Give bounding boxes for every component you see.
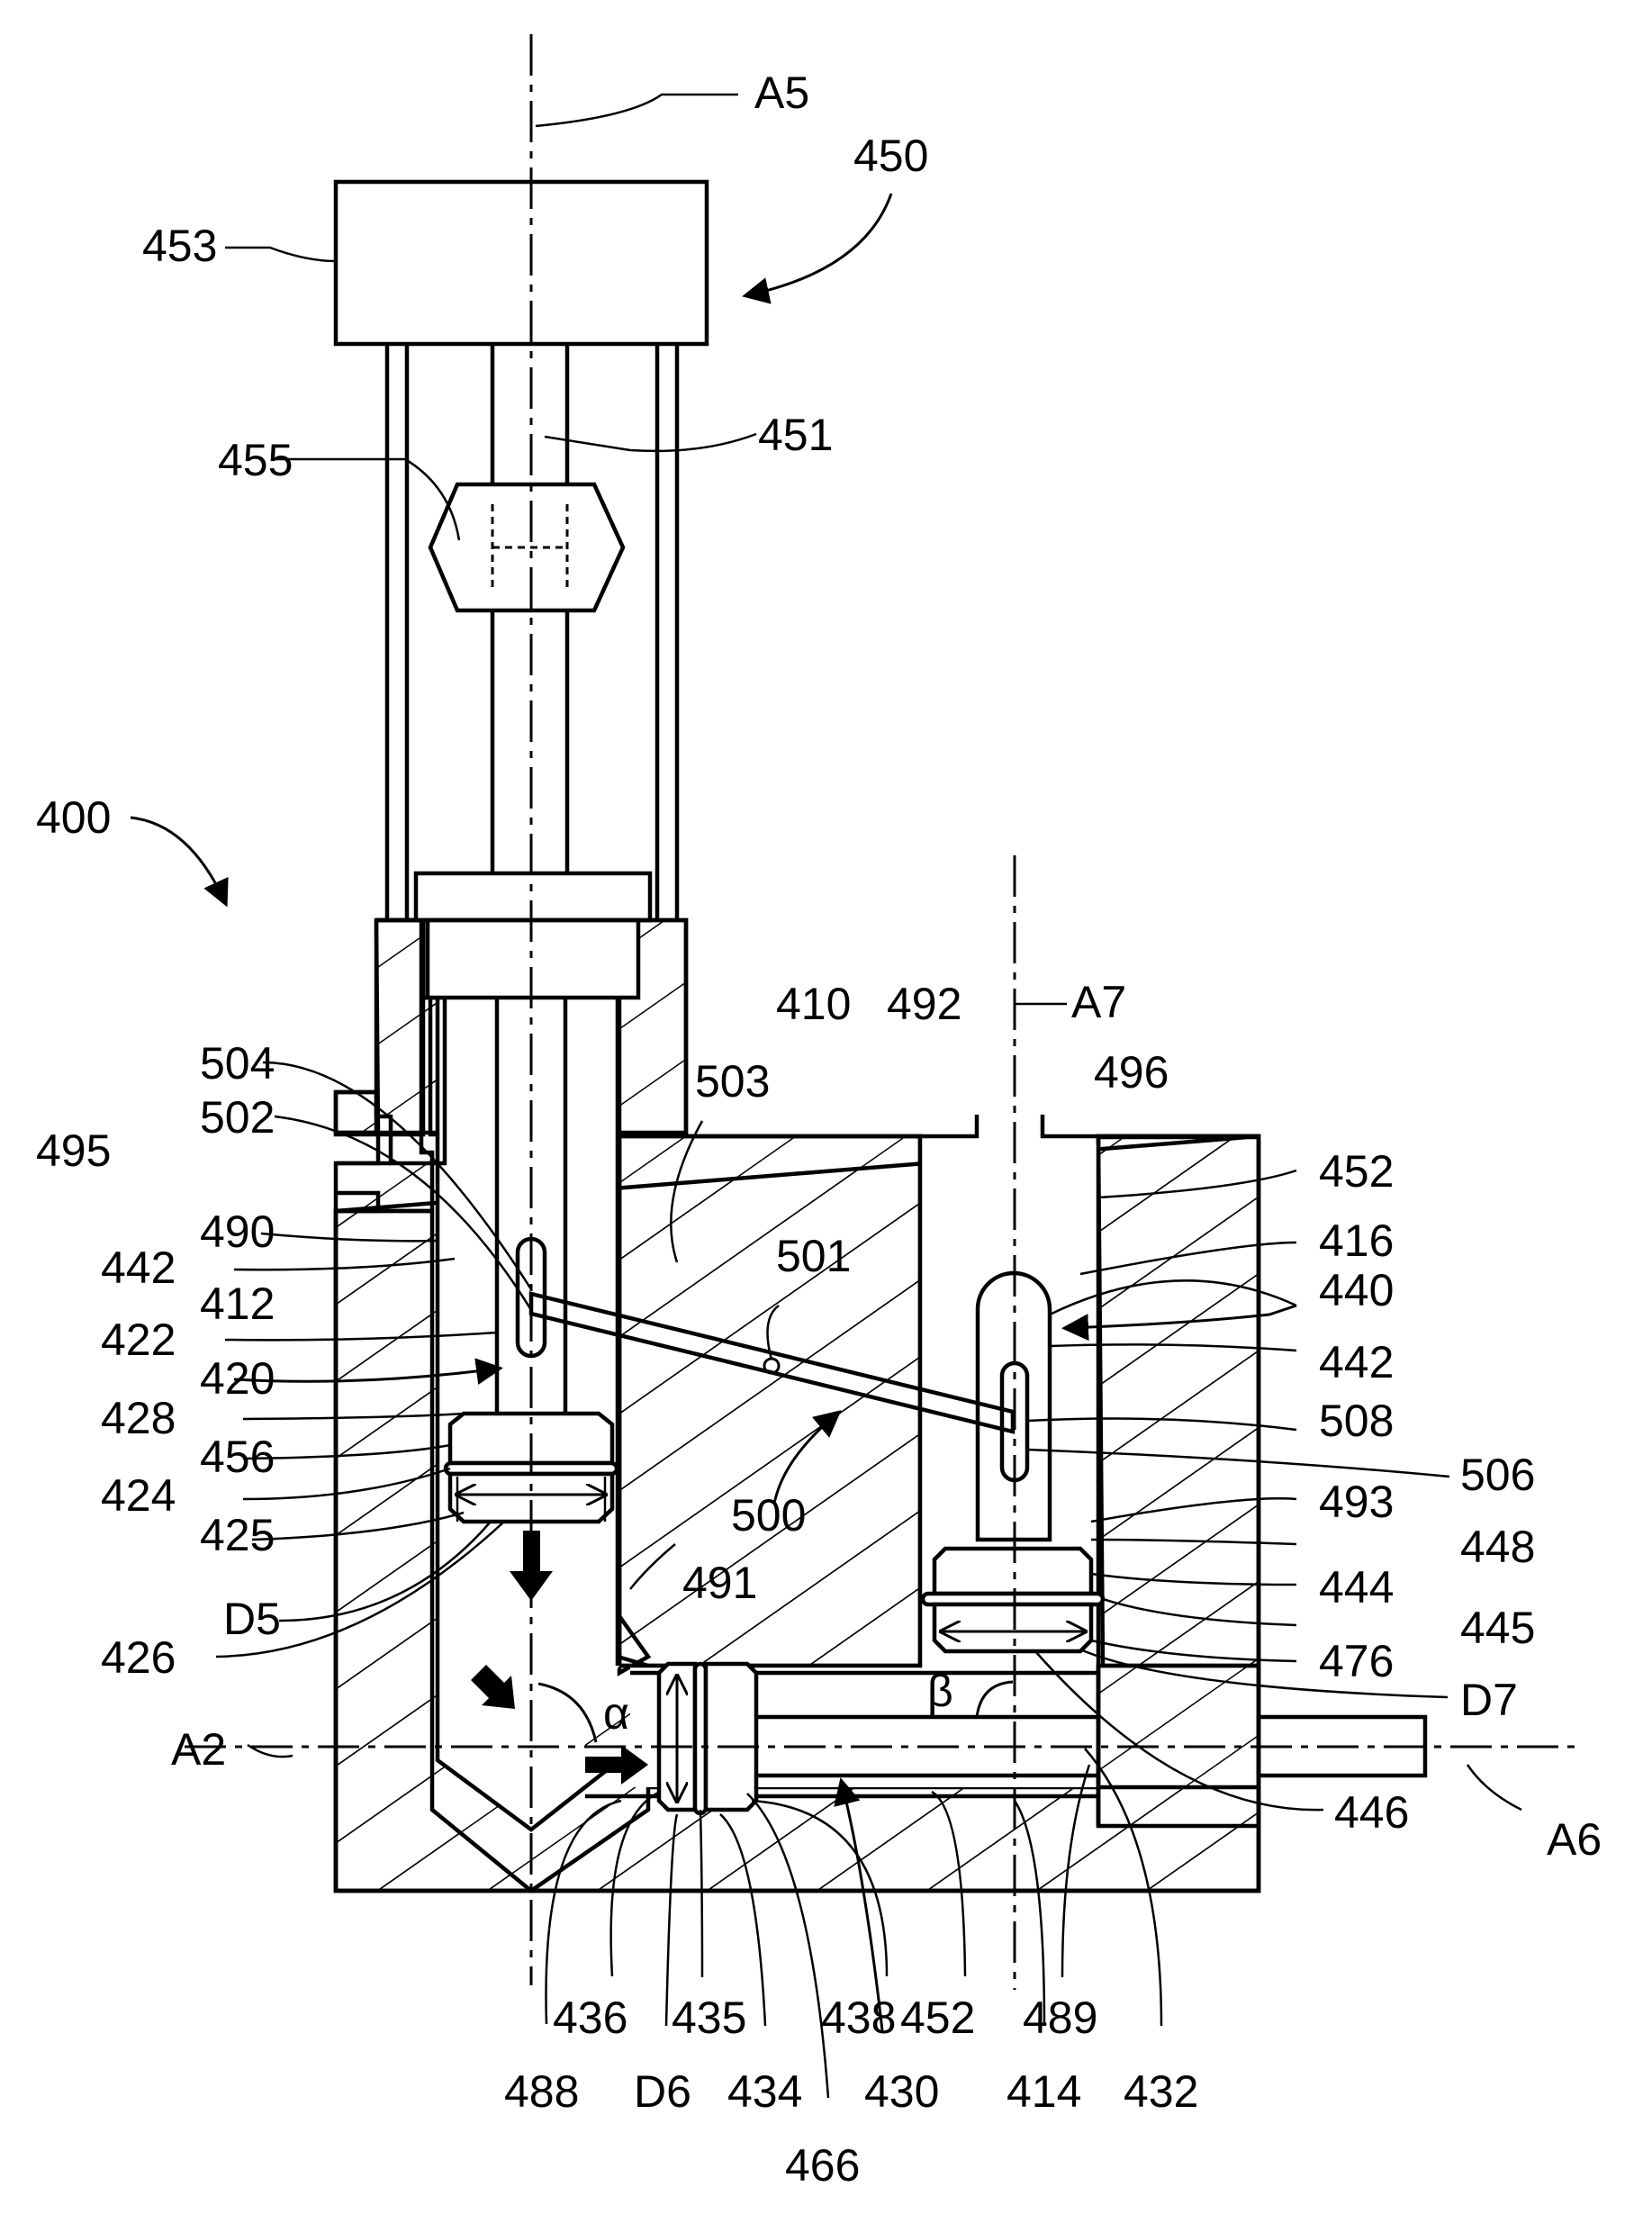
label-425: 425 [200, 1510, 275, 1560]
label-428: 428 [101, 1393, 176, 1443]
label-D7: D7 [1460, 1675, 1518, 1725]
label-412: 412 [200, 1279, 275, 1329]
label-446: 446 [1334, 1787, 1409, 1838]
label-489: 489 [1023, 1993, 1097, 2043]
label-420: 420 [200, 1353, 275, 1404]
label-beta: β [927, 1666, 953, 1716]
label-508: 508 [1319, 1396, 1394, 1446]
label-414: 414 [1007, 2066, 1081, 2117]
label-456: 456 [200, 1432, 275, 1482]
label-504: 504 [200, 1038, 275, 1089]
label-501: 501 [776, 1231, 851, 1281]
label-492: 492 [887, 979, 961, 1029]
label-430: 430 [864, 2066, 939, 2117]
label-450: 450 [853, 131, 928, 181]
label-495: 495 [36, 1125, 111, 1176]
label-493: 493 [1319, 1477, 1394, 1527]
label-438: 438 [821, 1993, 896, 2043]
label-444: 444 [1319, 1562, 1394, 1613]
label-453: 453 [142, 221, 217, 271]
label-451: 451 [758, 410, 833, 460]
label-alpha: α [603, 1688, 629, 1739]
label-488: 488 [504, 2066, 579, 2117]
label-466: 466 [785, 2140, 860, 2191]
label-500: 500 [731, 1490, 806, 1541]
label-422: 422 [101, 1315, 176, 1365]
label-A2: A2 [171, 1724, 226, 1775]
label-A6: A6 [1547, 1814, 1602, 1865]
label-A7: A7 [1071, 977, 1126, 1027]
label-434: 434 [727, 2066, 802, 2117]
label-502: 502 [200, 1092, 275, 1143]
label-410: 410 [776, 979, 851, 1029]
label-440: 440 [1319, 1265, 1394, 1315]
label-496: 496 [1094, 1047, 1169, 1098]
label-424: 424 [101, 1470, 176, 1521]
label-452-lower: 452 [900, 1993, 975, 2043]
label-491: 491 [682, 1558, 757, 1608]
label-D6: D6 [634, 2066, 691, 2117]
label-442-right: 442 [1319, 1337, 1394, 1387]
actuator-450 [336, 182, 707, 998]
label-506: 506 [1460, 1450, 1535, 1500]
label-503: 503 [695, 1056, 770, 1107]
label-490: 490 [200, 1206, 275, 1257]
label-442-left: 442 [101, 1243, 176, 1293]
label-436: 436 [553, 1993, 627, 2043]
label-452-upper: 452 [1319, 1146, 1394, 1197]
label-A5: A5 [754, 68, 809, 118]
label-D5: D5 [223, 1594, 281, 1644]
label-426: 426 [101, 1632, 176, 1683]
label-416: 416 [1319, 1215, 1394, 1266]
label-476: 476 [1319, 1636, 1394, 1686]
label-435: 435 [672, 1993, 746, 2043]
label-400: 400 [36, 792, 111, 843]
label-448: 448 [1460, 1522, 1535, 1572]
label-455: 455 [218, 435, 293, 485]
label-445: 445 [1460, 1603, 1535, 1653]
label-432: 432 [1124, 2066, 1198, 2117]
valve-430 [659, 1664, 756, 1813]
